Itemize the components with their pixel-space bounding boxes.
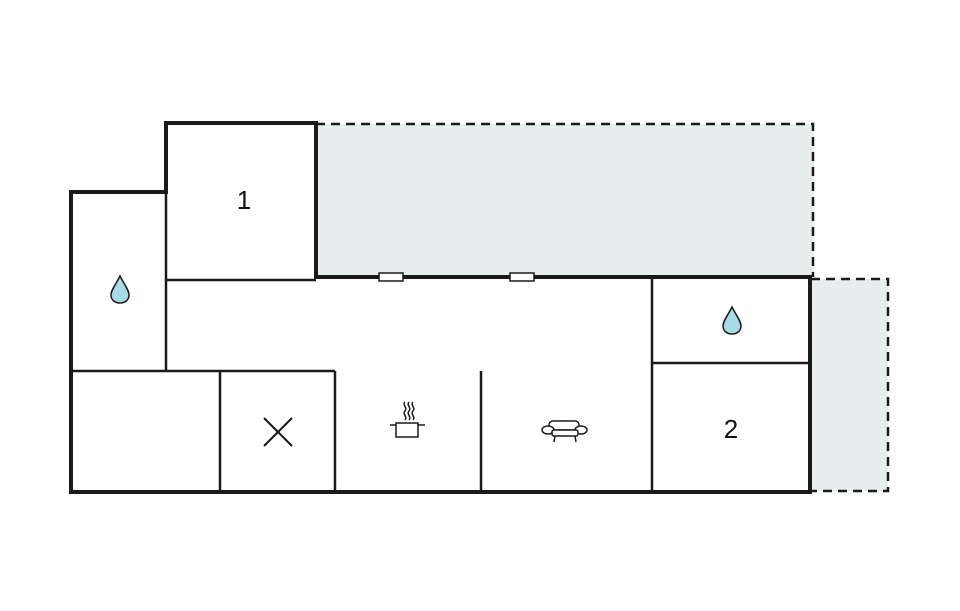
outer-wall — [69, 121, 812, 494]
cross-mark-icon — [263, 417, 293, 447]
terrace-right-dashed-edge — [811, 277, 890, 493]
window — [378, 272, 404, 282]
terrace-top — [316, 124, 814, 277]
water-drop-icon — [110, 274, 130, 304]
terrace-right — [811, 279, 888, 491]
interior-walls — [71, 192, 810, 492]
terrace-top-dashed-edge — [316, 122, 815, 277]
room-label-bedroom-2: 2 — [724, 414, 738, 444]
cooking-pot-icon — [390, 401, 425, 438]
window — [509, 272, 535, 282]
room-label-bedroom-1: 1 — [237, 185, 251, 215]
water-drop-icon — [722, 305, 742, 335]
sofa-icon — [541, 420, 588, 443]
